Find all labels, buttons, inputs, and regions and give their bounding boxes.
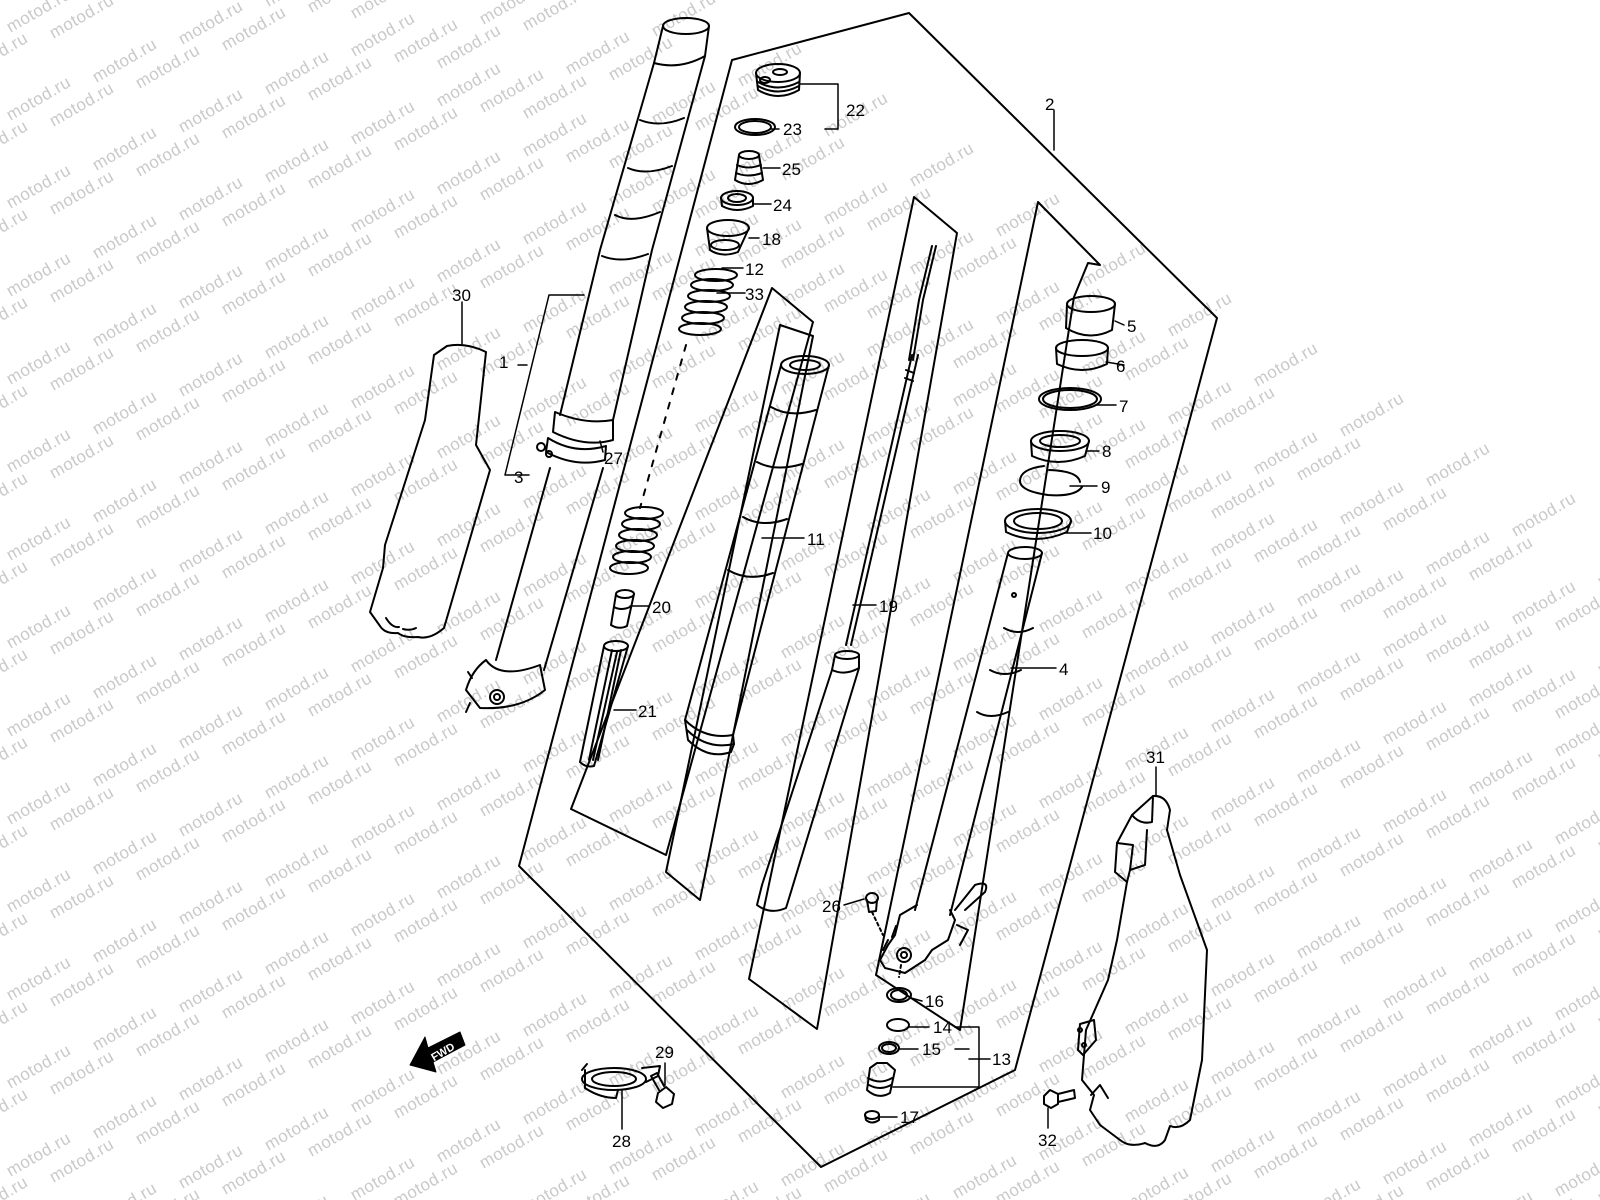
label-part-25: 25 [782, 160, 801, 179]
spring-axis [639, 344, 687, 509]
label-part-22: 22 [846, 101, 865, 120]
assembly-outline [518, 12, 1218, 1168]
label-part-24: 24 [773, 196, 792, 215]
guard-bolt-part [1043, 1089, 1076, 1109]
label-part-16: 16 [925, 992, 944, 1011]
label-part-28: 28 [612, 1132, 631, 1151]
part-6-bushing [1055, 339, 1109, 371]
label-part-12: 12 [745, 260, 764, 279]
leader-lines [461, 83, 1157, 1130]
part-25-spacer [734, 150, 764, 185]
label-part-13: 13 [992, 1050, 1011, 1069]
label-part-30: 30 [452, 286, 471, 305]
label-part-8: 8 [1102, 442, 1111, 461]
label-part-15: 15 [922, 1040, 941, 1059]
label-part-18: 18 [762, 230, 781, 249]
label-part-1: 1 [499, 353, 508, 372]
part-5-bushing [1065, 295, 1116, 337]
part-7-washer [1038, 387, 1102, 411]
label-part-10: 10 [1093, 524, 1112, 543]
bolt-29-part [650, 1072, 675, 1109]
label-part-14: 14 [933, 1018, 952, 1037]
label-part-32: 32 [1038, 1131, 1057, 1150]
label-part-17: 17 [900, 1108, 919, 1127]
panel-rod [748, 196, 958, 1030]
part-8-seal [1030, 430, 1090, 463]
part-14-washer [886, 1018, 910, 1032]
outer-tube-part [465, 17, 710, 713]
part-20-collar [610, 589, 635, 629]
label-part-5: 5 [1127, 317, 1136, 336]
inner-tube-part [879, 546, 1043, 974]
o-ring-part [734, 118, 776, 136]
label-part-33: 33 [745, 285, 764, 304]
panel-spring [570, 287, 814, 856]
forward-label: FWD [429, 1041, 457, 1064]
spring-top-part [678, 268, 738, 336]
label-part-3: 3 [514, 468, 523, 487]
forward-arrow-icon [409, 1031, 466, 1073]
label-part-29: 29 [655, 1043, 674, 1062]
panel-outer-tube [875, 201, 1101, 1031]
label-part-26: 26 [822, 897, 841, 916]
label-part-6: 6 [1116, 357, 1125, 376]
label-part-11: 11 [807, 530, 825, 549]
label-part-20: 20 [652, 598, 671, 617]
inner-cylinder-part [684, 355, 830, 756]
part-16-washer [886, 964, 912, 1003]
label-part-21: 21 [638, 702, 657, 721]
label-part-9: 9 [1101, 478, 1110, 497]
bleed-screw-part [865, 892, 884, 936]
label-part-4: 4 [1059, 660, 1068, 679]
part-labels: 1 2 3 4 5 6 7 8 9 10 11 12 13 14 15 16 1… [452, 95, 1165, 1151]
label-part-2: 2 [1045, 95, 1054, 114]
part-9-clip [1019, 465, 1083, 497]
panel-cylinder [665, 324, 814, 901]
spring-bottom-part [609, 506, 664, 575]
part-18-guide [706, 219, 750, 256]
label-part-27: 27 [604, 449, 623, 468]
right-fork-guard-part [1077, 794, 1208, 1147]
part-21-sleeve [579, 640, 629, 768]
label-part-23: 23 [783, 120, 802, 139]
fork-cap-part [755, 63, 801, 97]
label-part-7: 7 [1119, 397, 1128, 416]
clamp-part [581, 1063, 661, 1099]
damper-rod-part [756, 245, 937, 912]
part-15-washer [878, 1041, 900, 1055]
part-17-screw [864, 1110, 880, 1124]
left-fork-guard-part [369, 343, 491, 639]
part-24-nut [720, 190, 754, 211]
label-part-31: 31 [1146, 748, 1165, 767]
part-13-valve [866, 1062, 896, 1097]
label-part-19: 19 [879, 597, 898, 616]
